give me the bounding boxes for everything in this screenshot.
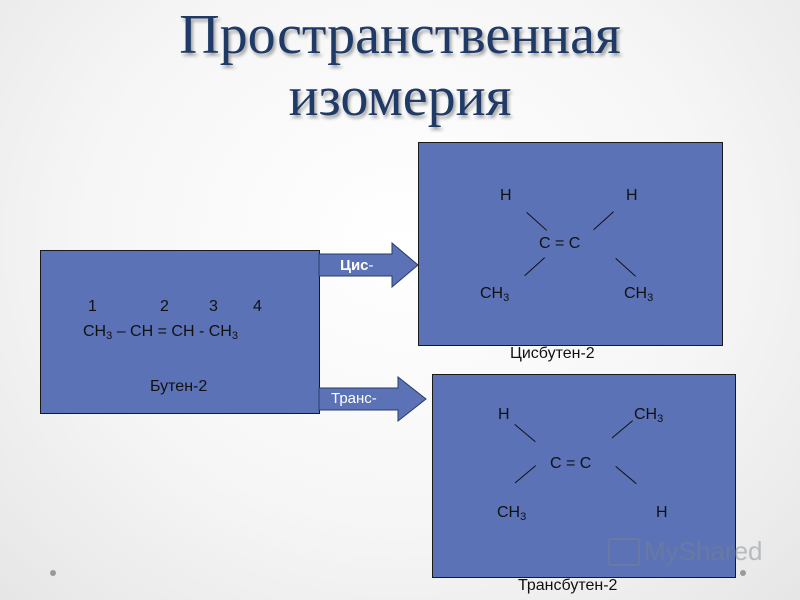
trans-arrow-label: Транс- [331, 390, 377, 407]
trans-ch3-bottom-text: CH [497, 504, 521, 521]
cis-arrow [318, 242, 419, 288]
formula-ch3-right: CH [208, 323, 232, 340]
cis-ch3-right: CH3 [624, 285, 653, 304]
carbon-number-3: 3 [209, 298, 218, 315]
cis-double-bond: C = C [539, 235, 581, 252]
title-line-2: изомерия [288, 66, 512, 128]
carbon-number-1: 1 [88, 298, 97, 315]
trans-h-bottom: H [656, 504, 668, 521]
cis-box [418, 142, 723, 346]
slide-dot-left [50, 570, 56, 576]
formula-dash-2: - [198, 323, 205, 340]
watermark-text: MyShared [644, 536, 763, 566]
trans-name: Трансбутен-2 [518, 577, 618, 594]
formula-ch3-left: CH [83, 323, 107, 340]
trans-ch3-top-text: CH [634, 406, 658, 423]
slide-dot-right [740, 570, 746, 576]
cis-ch3-left-text: CH [480, 285, 504, 302]
carbon-number-4: 4 [253, 298, 262, 315]
cis-h-left: H [500, 187, 512, 204]
trans-ch3-bottom-sub: 3 [520, 511, 527, 523]
trans-arrow [318, 376, 427, 422]
title-line-1: Пространственная [179, 4, 621, 66]
butene-box [40, 250, 320, 414]
trans-ch3-bottom: CH3 [497, 504, 526, 523]
cis-name: Цисбутен-2 [510, 345, 595, 362]
butene-name: Бутен-2 [150, 378, 208, 395]
cis-label-dash: - [368, 257, 374, 274]
trans-ch3-top: CH3 [634, 406, 663, 425]
cis-ch3-right-text: CH [624, 285, 648, 302]
slide-title: Пространственная изомерия [0, 4, 800, 128]
formula-ch-2: CH [171, 323, 195, 340]
cis-ch3-left-sub: 3 [503, 292, 510, 304]
trans-ch3-top-sub: 3 [657, 413, 664, 425]
cis-ch3-left: CH3 [480, 285, 509, 304]
trans-double-bond: C = C [550, 455, 592, 472]
formula-double-bond: = [157, 323, 167, 340]
formula-ch-1: CH [130, 323, 154, 340]
trans-h-top: H [498, 406, 510, 423]
butene-formula: CH3 – CH = CH - CH3 [83, 323, 238, 342]
formula-sub-left: 3 [106, 330, 113, 342]
carbon-number-2: 2 [160, 298, 169, 315]
cis-label-bold: Цис [340, 257, 369, 274]
formula-dash-1: – [116, 323, 126, 340]
formula-sub-right: 3 [231, 330, 238, 342]
cis-ch3-right-sub: 3 [647, 292, 654, 304]
trans-box [432, 374, 736, 578]
cis-h-right: H [626, 187, 638, 204]
watermark-icon [608, 538, 640, 566]
cis-arrow-label: Цис- [340, 257, 374, 274]
